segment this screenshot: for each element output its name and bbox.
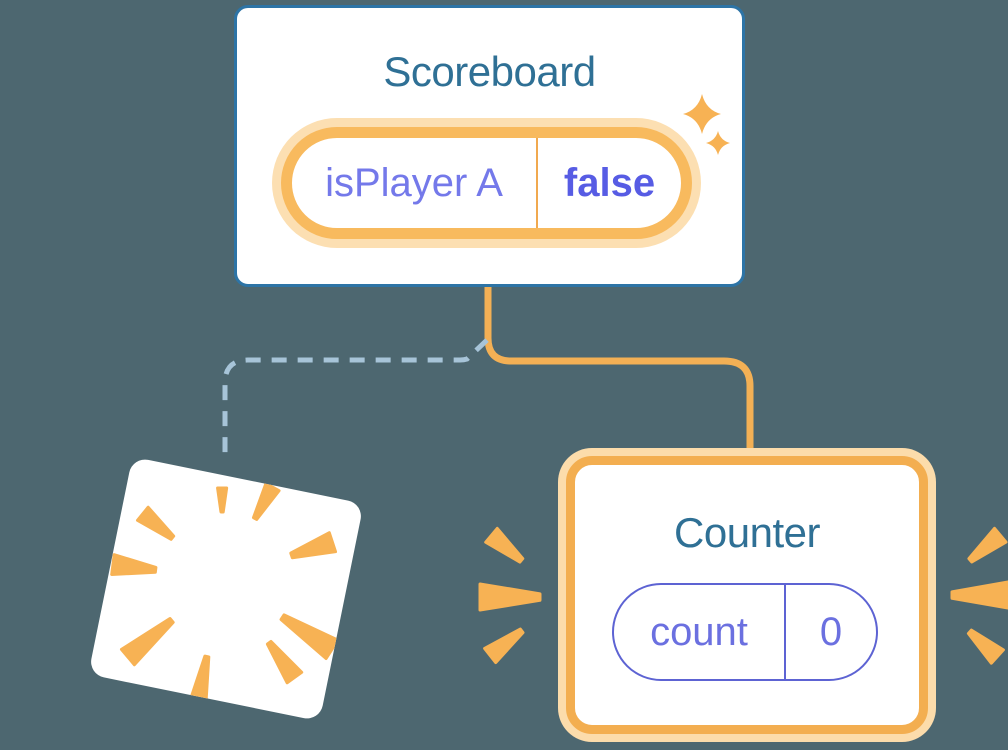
counter-component-card: Counter count 0 (566, 456, 928, 734)
state-name-count: count (650, 609, 748, 654)
scoreboard-state-pill: isPlayer A false (281, 127, 692, 239)
state-name-isplayera: isPlayer A (325, 160, 503, 205)
state-value-zero: 0 (819, 609, 843, 654)
sparkles-icon (683, 94, 730, 155)
connector-destroyed-path (222, 338, 489, 461)
poof-burst-icon (110, 481, 340, 705)
counter-state-pill: count 0 (612, 583, 878, 681)
scoreboard-title: Scoreboard (383, 48, 596, 95)
emphasis-rays-right-icon (950, 526, 1008, 665)
emphasis-rays-left-icon (478, 526, 542, 665)
connector-active-path (484, 283, 754, 453)
pill-divider (784, 585, 786, 679)
scoreboard-component-card: Scoreboard isPlayer A false (234, 5, 745, 287)
pill-divider (536, 138, 538, 228)
counter-title: Counter (674, 509, 820, 556)
destroyed-component-card (88, 456, 364, 722)
state-value-false: false (563, 160, 656, 205)
